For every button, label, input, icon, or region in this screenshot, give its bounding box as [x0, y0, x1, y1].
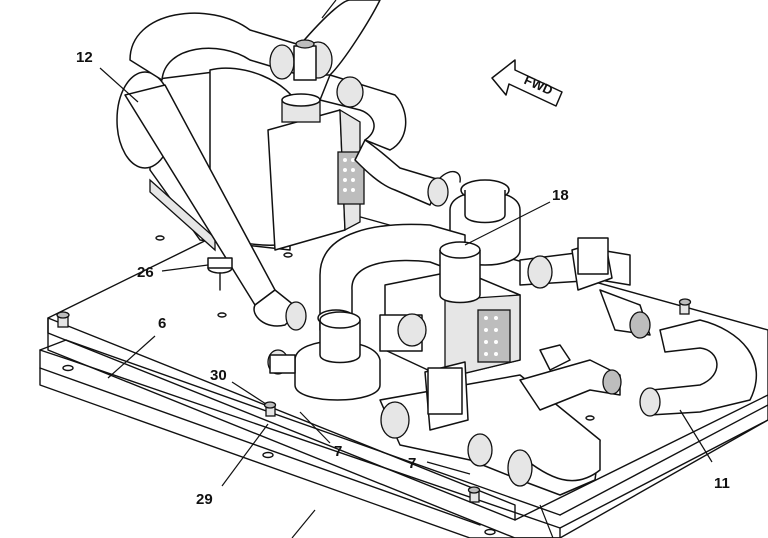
callout-26: 26	[137, 264, 154, 281]
vent-grille	[337, 151, 365, 205]
rear-outlet-hose	[354, 139, 461, 207]
pump-foot	[207, 257, 233, 291]
upper-loop-pipe	[129, 0, 407, 151]
callout-7-front-valve: 7	[408, 455, 416, 472]
diagonal-hose	[124, 84, 307, 331]
central-valve-block	[379, 241, 521, 379]
callout-labels: 12 18 26 6 30 7 7 29 11	[76, 49, 730, 508]
front-tank-dome	[267, 311, 381, 401]
fwd-direction-arrow: FWD	[491, 59, 563, 107]
right-solenoid-valve	[519, 237, 651, 339]
callout-18: 18	[552, 187, 569, 204]
leader-lines	[99, 0, 713, 538]
callout-29: 29	[196, 491, 213, 508]
skid-frame	[39, 339, 768, 538]
callout-11: 11	[714, 475, 730, 492]
callout-7-front-dome: 7	[334, 443, 342, 460]
callout-12: 12	[76, 49, 93, 66]
callout-30: 30	[210, 367, 227, 384]
front-valve-assembly	[379, 344, 622, 496]
callout-6: 6	[158, 315, 166, 332]
base-plate	[47, 197, 768, 538]
vent-grille	[477, 309, 511, 363]
right-loop-hose	[639, 319, 757, 417]
